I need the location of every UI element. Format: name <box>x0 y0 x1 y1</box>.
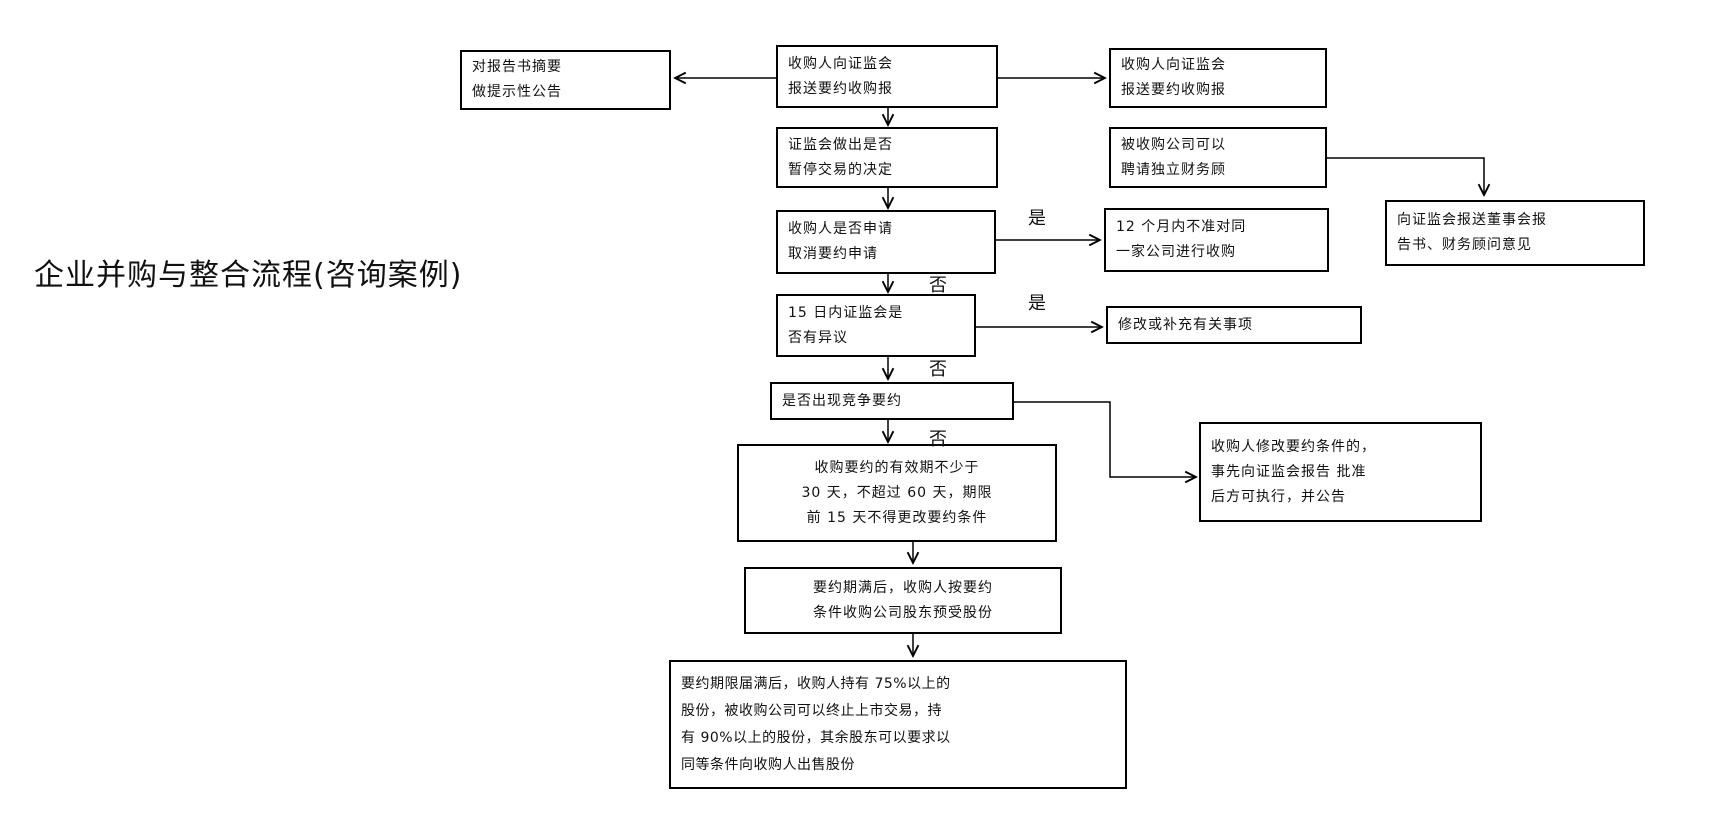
edge-label-no-apply: 否 <box>929 275 947 296</box>
submit-offer-line-2: 报送要约收购报 <box>788 80 893 97</box>
objection-15d-line-1: 15 日内证监会是 <box>788 304 904 321</box>
validity-period-box: 收购要约的有效期不少于 30 天，不超过 60 天，期限 前 15 天不得更改要… <box>737 444 1057 542</box>
modify-terms-line-1: 收购人修改要约条件的， <box>1211 438 1376 455</box>
board-report-box: 向证监会报送董事会报 告书、财务顾问意见 <box>1385 200 1645 266</box>
amend-line-1: 修改或补充有关事项 <box>1118 316 1253 333</box>
final-outcome-line-2: 股份，被收购公司可以终止上市交易，持 <box>681 702 942 719</box>
edge-label-yes-apply: 是 <box>1028 208 1046 229</box>
arrow-advisor-to-board <box>1327 157 1484 195</box>
competing-offer-box: 是否出现竞争要约 <box>770 382 1014 420</box>
expire-acquire-line-1: 要约期满后，收购人按要约 <box>813 579 993 596</box>
final-outcome-box: 要约期限届满后，收购人持有 75%以上的 股份，被收购公司可以终止上市交易，持 … <box>669 660 1127 789</box>
modify-terms-box: 收购人修改要约条件的， 事先向证监会报告 批准 后方可执行，并公告 <box>1199 422 1482 522</box>
edge-label-no-competing: 否 <box>929 429 947 450</box>
submit-offer-line-1: 收购人向证监会 <box>788 55 893 72</box>
board-report-line-2: 告书、财务顾问意见 <box>1397 237 1532 253</box>
hire-advisor-line-2: 聘请独立财务顾 <box>1121 161 1226 178</box>
validity-period-line-1: 收购要约的有效期不少于 <box>814 459 980 476</box>
apply-cancel-line-1: 收购人是否申请 <box>788 221 893 237</box>
report-summary-line-1: 对报告书摘要 <box>472 59 562 75</box>
submit-offer-right-line-1: 收购人向证监会 <box>1121 57 1226 73</box>
submit-offer-right-box: 收购人向证监会 报送要约收购报 <box>1109 48 1327 108</box>
objection-15d-box: 15 日内证监会是 否有异议 <box>776 294 976 357</box>
expire-acquire-line-2: 条件收购公司股东预受股份 <box>813 604 993 621</box>
edge-label-no-objection: 否 <box>929 359 947 380</box>
board-report-line-1: 向证监会报送董事会报 <box>1397 212 1547 228</box>
amend-box: 修改或补充有关事项 <box>1106 306 1362 344</box>
validity-period-line-2: 30 天，不超过 60 天，期限 <box>801 484 993 501</box>
apply-cancel-box: 收购人是否申请 取消要约申请 <box>776 210 996 274</box>
edge-label-yes-objection: 是 <box>1028 293 1046 314</box>
suspend-decision-line-1: 证监会做出是否 <box>788 136 893 153</box>
final-outcome-line-3: 有 90%以上的股份，其余股东可以要求以 <box>681 729 951 746</box>
report-summary-line-2: 做提示性公告 <box>472 84 562 100</box>
apply-cancel-line-2: 取消要约申请 <box>788 246 878 262</box>
final-outcome-line-1: 要约期限届满后，收购人持有 75%以上的 <box>681 675 951 692</box>
submit-offer-right-line-2: 报送要约收购报 <box>1121 82 1226 98</box>
hire-advisor-box: 被收购公司可以 聘请独立财务顾 <box>1109 127 1327 188</box>
no-acquire-12m-box: 12 个月内不准对同 一家公司进行收购 <box>1104 208 1329 272</box>
page-title: 企业并购与整合流程(咨询案例) <box>34 258 463 293</box>
competing-offer-line-1: 是否出现竞争要约 <box>782 392 902 409</box>
suspend-decision-line-2: 暂停交易的决定 <box>788 161 893 178</box>
submit-offer-box: 收购人向证监会 报送要约收购报 <box>776 45 998 108</box>
arrow-competing-to-modify <box>1014 401 1196 477</box>
hire-advisor-line-1: 被收购公司可以 <box>1121 136 1226 153</box>
final-outcome-line-4: 同等条件向收购人出售股份 <box>681 756 855 773</box>
no-acquire-12m-line-2: 一家公司进行收购 <box>1116 244 1236 260</box>
suspend-decision-box: 证监会做出是否 暂停交易的决定 <box>776 127 998 188</box>
validity-period-line-3: 前 15 天不得更改要约条件 <box>806 509 988 526</box>
modify-terms-line-3: 后方可执行，并公告 <box>1211 488 1346 505</box>
no-acquire-12m-line-1: 12 个月内不准对同 <box>1116 219 1247 235</box>
expire-acquire-box: 要约期满后，收购人按要约 条件收购公司股东预受股份 <box>744 567 1062 634</box>
modify-terms-line-2: 事先向证监会报告 批准 <box>1211 463 1367 480</box>
objection-15d-line-2: 否有异议 <box>788 329 848 346</box>
report-summary-box: 对报告书摘要 做提示性公告 <box>460 50 671 110</box>
